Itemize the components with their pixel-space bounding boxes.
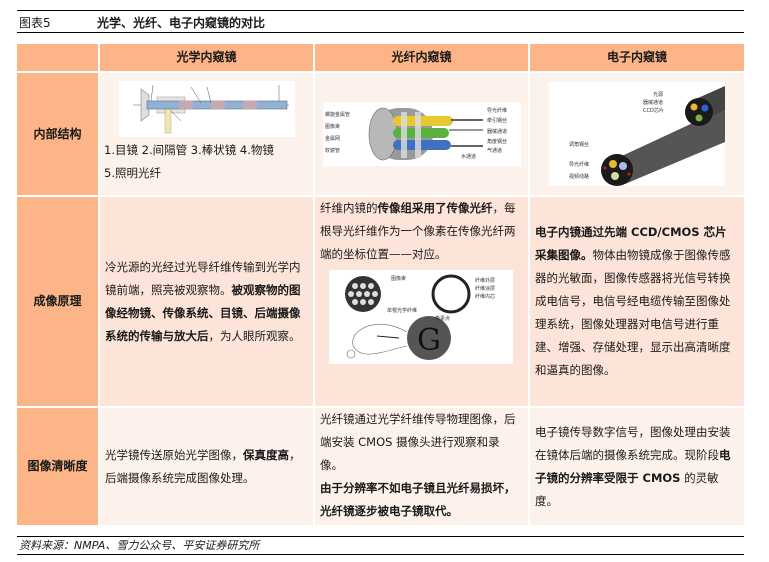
source-note: 资料来源：NMPA、雪力公众号、平安证券研究所: [17, 536, 744, 555]
electronic-clarity-bold: 电子镜的分辨率受限于 CMOS: [535, 447, 731, 485]
svg-text:调角钢丝: 调角钢丝: [569, 141, 589, 148]
optical-principle-bold: 被观察物的图像经物镜、传像系统、目镜、后端摄像系统的传输与放大后: [105, 282, 301, 343]
optical-clarity-text-end: ，后端摄像系统完成图像处理。: [105, 447, 301, 485]
table-header-row: 光学内窥镜 光纤内窥镜 电子内窥镜: [17, 44, 744, 71]
svg-text:导光纤维: 导光纤维: [569, 161, 589, 168]
cell-electronic-structure: 光源 器械通道 CCD芯片 调角钢丝 导光纤维 视频线路: [530, 73, 744, 195]
svg-text:导光纤维: 导光纤维: [487, 107, 507, 114]
fiber-clarity-bold: 由于分辨率不如电子镜且光纤易损坏，光纤镜逐步被电子镜取代。: [320, 481, 516, 518]
fiber-endoscope-cross-section: 螺旋金属管 图像束 金属网 软镜管 导光纤维 牵引钢丝 器械通道 角度钢丝 气通…: [322, 102, 521, 166]
table-row-structure: 内部结构: [17, 73, 744, 195]
electronic-principle-text: 物体由物镜成像于图像传感器的光敏面，图像传感器将光信号转换成电信号，电信号经电缆…: [535, 248, 731, 377]
svg-text:像素点: 像素点: [435, 315, 450, 322]
electronic-clarity-text: 电子镜传导数字信号，图像处理由安装在镜体后端的摄像系统完成。现阶段: [535, 424, 731, 462]
svg-text:金属网: 金属网: [325, 135, 340, 142]
cell-optical-structure: 1.目镜 2.间隔管 3.棒状镜 4.物镜 5.照明光纤: [100, 73, 313, 195]
svg-text:软镜管: 软镜管: [325, 147, 340, 154]
optical-clarity-text: 光学镜传送原始光学图像，: [105, 447, 243, 462]
table-row-clarity: 图像清晰度 光学镜传送原始光学图像，保真度高，后端摄像系统完成图像处理。 光纤镜…: [17, 408, 744, 525]
cell-fiber-structure: 螺旋金属管 图像束 金属网 软镜管 导光纤维 牵引钢丝 器械通道 角度钢丝 气通…: [315, 73, 528, 195]
svg-text:光源: 光源: [653, 91, 663, 98]
optical-clarity-bold: 保真度高: [243, 447, 289, 462]
cell-electronic-principle: 电子内镜通过先端 CCD/CMOS 芯片采集图像。物体由物镜成像于图像传感器的光…: [530, 197, 744, 406]
svg-text:纤维内芯: 纤维内芯: [475, 293, 495, 300]
svg-text:单根光学纤维: 单根光学纤维: [387, 307, 417, 314]
electronic-principle-bold: 电子内镜通过先端 CCD/CMOS 芯片采集图像。: [535, 225, 727, 262]
svg-text:水通道: 水通道: [461, 153, 476, 160]
svg-text:牵引钢丝: 牵引钢丝: [487, 117, 507, 124]
svg-text:图像束: 图像束: [325, 123, 340, 130]
header-fiber: 光纤内窥镜: [315, 44, 528, 71]
figure-title-bar: 图表5 光学、光纤、电子内窥镜的对比: [17, 10, 744, 33]
optical-principle-text: 冷光源的光经过光导纤维传输到光学内镜前端，照亮被观察物。: [105, 259, 301, 297]
svg-text:纤维外层: 纤维外层: [475, 277, 495, 284]
rigid-endoscope-diagram: [118, 81, 295, 137]
fiber-principle-text-end: ，每根导光纤维作为一个像素在传像光纤两端的坐标位置——对应。: [320, 201, 516, 261]
svg-text:器械通道: 器械通道: [643, 99, 663, 106]
svg-text:CCD芯片: CCD芯片: [643, 107, 664, 114]
optical-structure-caption-1: 1.目镜 2.间隔管 3.棒状镜 4.物镜: [104, 143, 274, 157]
svg-text:G: G: [417, 323, 441, 358]
optical-principle-text-end: ，为人眼所观察。: [208, 328, 301, 343]
cell-optical-principle: 冷光源的光经过光导纤维传输到光学内镜前端，照亮被观察物。被观察物的图像经物镜、传…: [100, 197, 313, 406]
fiber-clarity-text: 光纤镜通过光学纤维传导物理图像，后端安装 CMOS 摄像头进行观察和录像。: [320, 412, 516, 472]
optical-structure-caption-2: 5.照明光纤: [104, 166, 161, 180]
figure-number: 图表5: [19, 16, 51, 30]
svg-text:螺旋金属管: 螺旋金属管: [325, 111, 350, 118]
electronic-clarity-text-end: 的灵敏度。: [535, 470, 719, 508]
svg-text:视频线路: 视频线路: [569, 173, 589, 180]
header-corner: [17, 44, 98, 71]
fiber-principle-bold: 传像组采用了传像光纤: [377, 201, 493, 215]
svg-text:气通道: 气通道: [487, 147, 502, 154]
header-optical: 光学内窥镜: [100, 44, 313, 71]
row-label-structure: 内部结构: [17, 73, 98, 195]
row-label-principle: 成像原理: [17, 197, 98, 406]
electronic-endoscope-tip: 光源 器械通道 CCD芯片 调角钢丝 导光纤维 视频线路: [549, 82, 725, 186]
fiber-bundle-diagram: G 图像束 单根光学纤维 纤维外层 纤维涂层 纤维内芯 像素点: [329, 270, 513, 364]
table-row-principle: 成像原理 冷光源的光经过光导纤维传输到光学内镜前端，照亮被观察物。被观察物的图像…: [17, 197, 744, 406]
comparison-table: 光学内窥镜 光纤内窥镜 电子内窥镜 内部结构: [17, 44, 744, 527]
svg-text:器械通道: 器械通道: [487, 128, 507, 135]
cell-electronic-clarity: 电子镜传导数字信号，图像处理由安装在镜体后端的摄像系统完成。现阶段电子镜的分辨率…: [530, 408, 744, 525]
header-electronic: 电子内窥镜: [530, 44, 744, 71]
cell-fiber-principle: 纤维内镜的传像组采用了传像光纤，每根导光纤维作为一个像素在传像光纤两端的坐标位置…: [315, 197, 528, 406]
svg-text:纤维涂层: 纤维涂层: [475, 285, 495, 292]
fiber-principle-text: 纤维内镜的: [320, 201, 378, 215]
svg-text:角度钢丝: 角度钢丝: [487, 138, 507, 145]
source-text: 资料来源：NMPA、雪力公众号、平安证券研究所: [19, 539, 260, 552]
row-label-clarity: 图像清晰度: [17, 408, 98, 525]
figure-title: 光学、光纤、电子内窥镜的对比: [97, 16, 266, 30]
cell-fiber-clarity: 光纤镜通过光学纤维传导物理图像，后端安装 CMOS 摄像头进行观察和录像。 由于…: [315, 408, 528, 525]
svg-text:图像束: 图像束: [391, 275, 406, 282]
cell-optical-clarity: 光学镜传送原始光学图像，保真度高，后端摄像系统完成图像处理。: [100, 408, 313, 525]
